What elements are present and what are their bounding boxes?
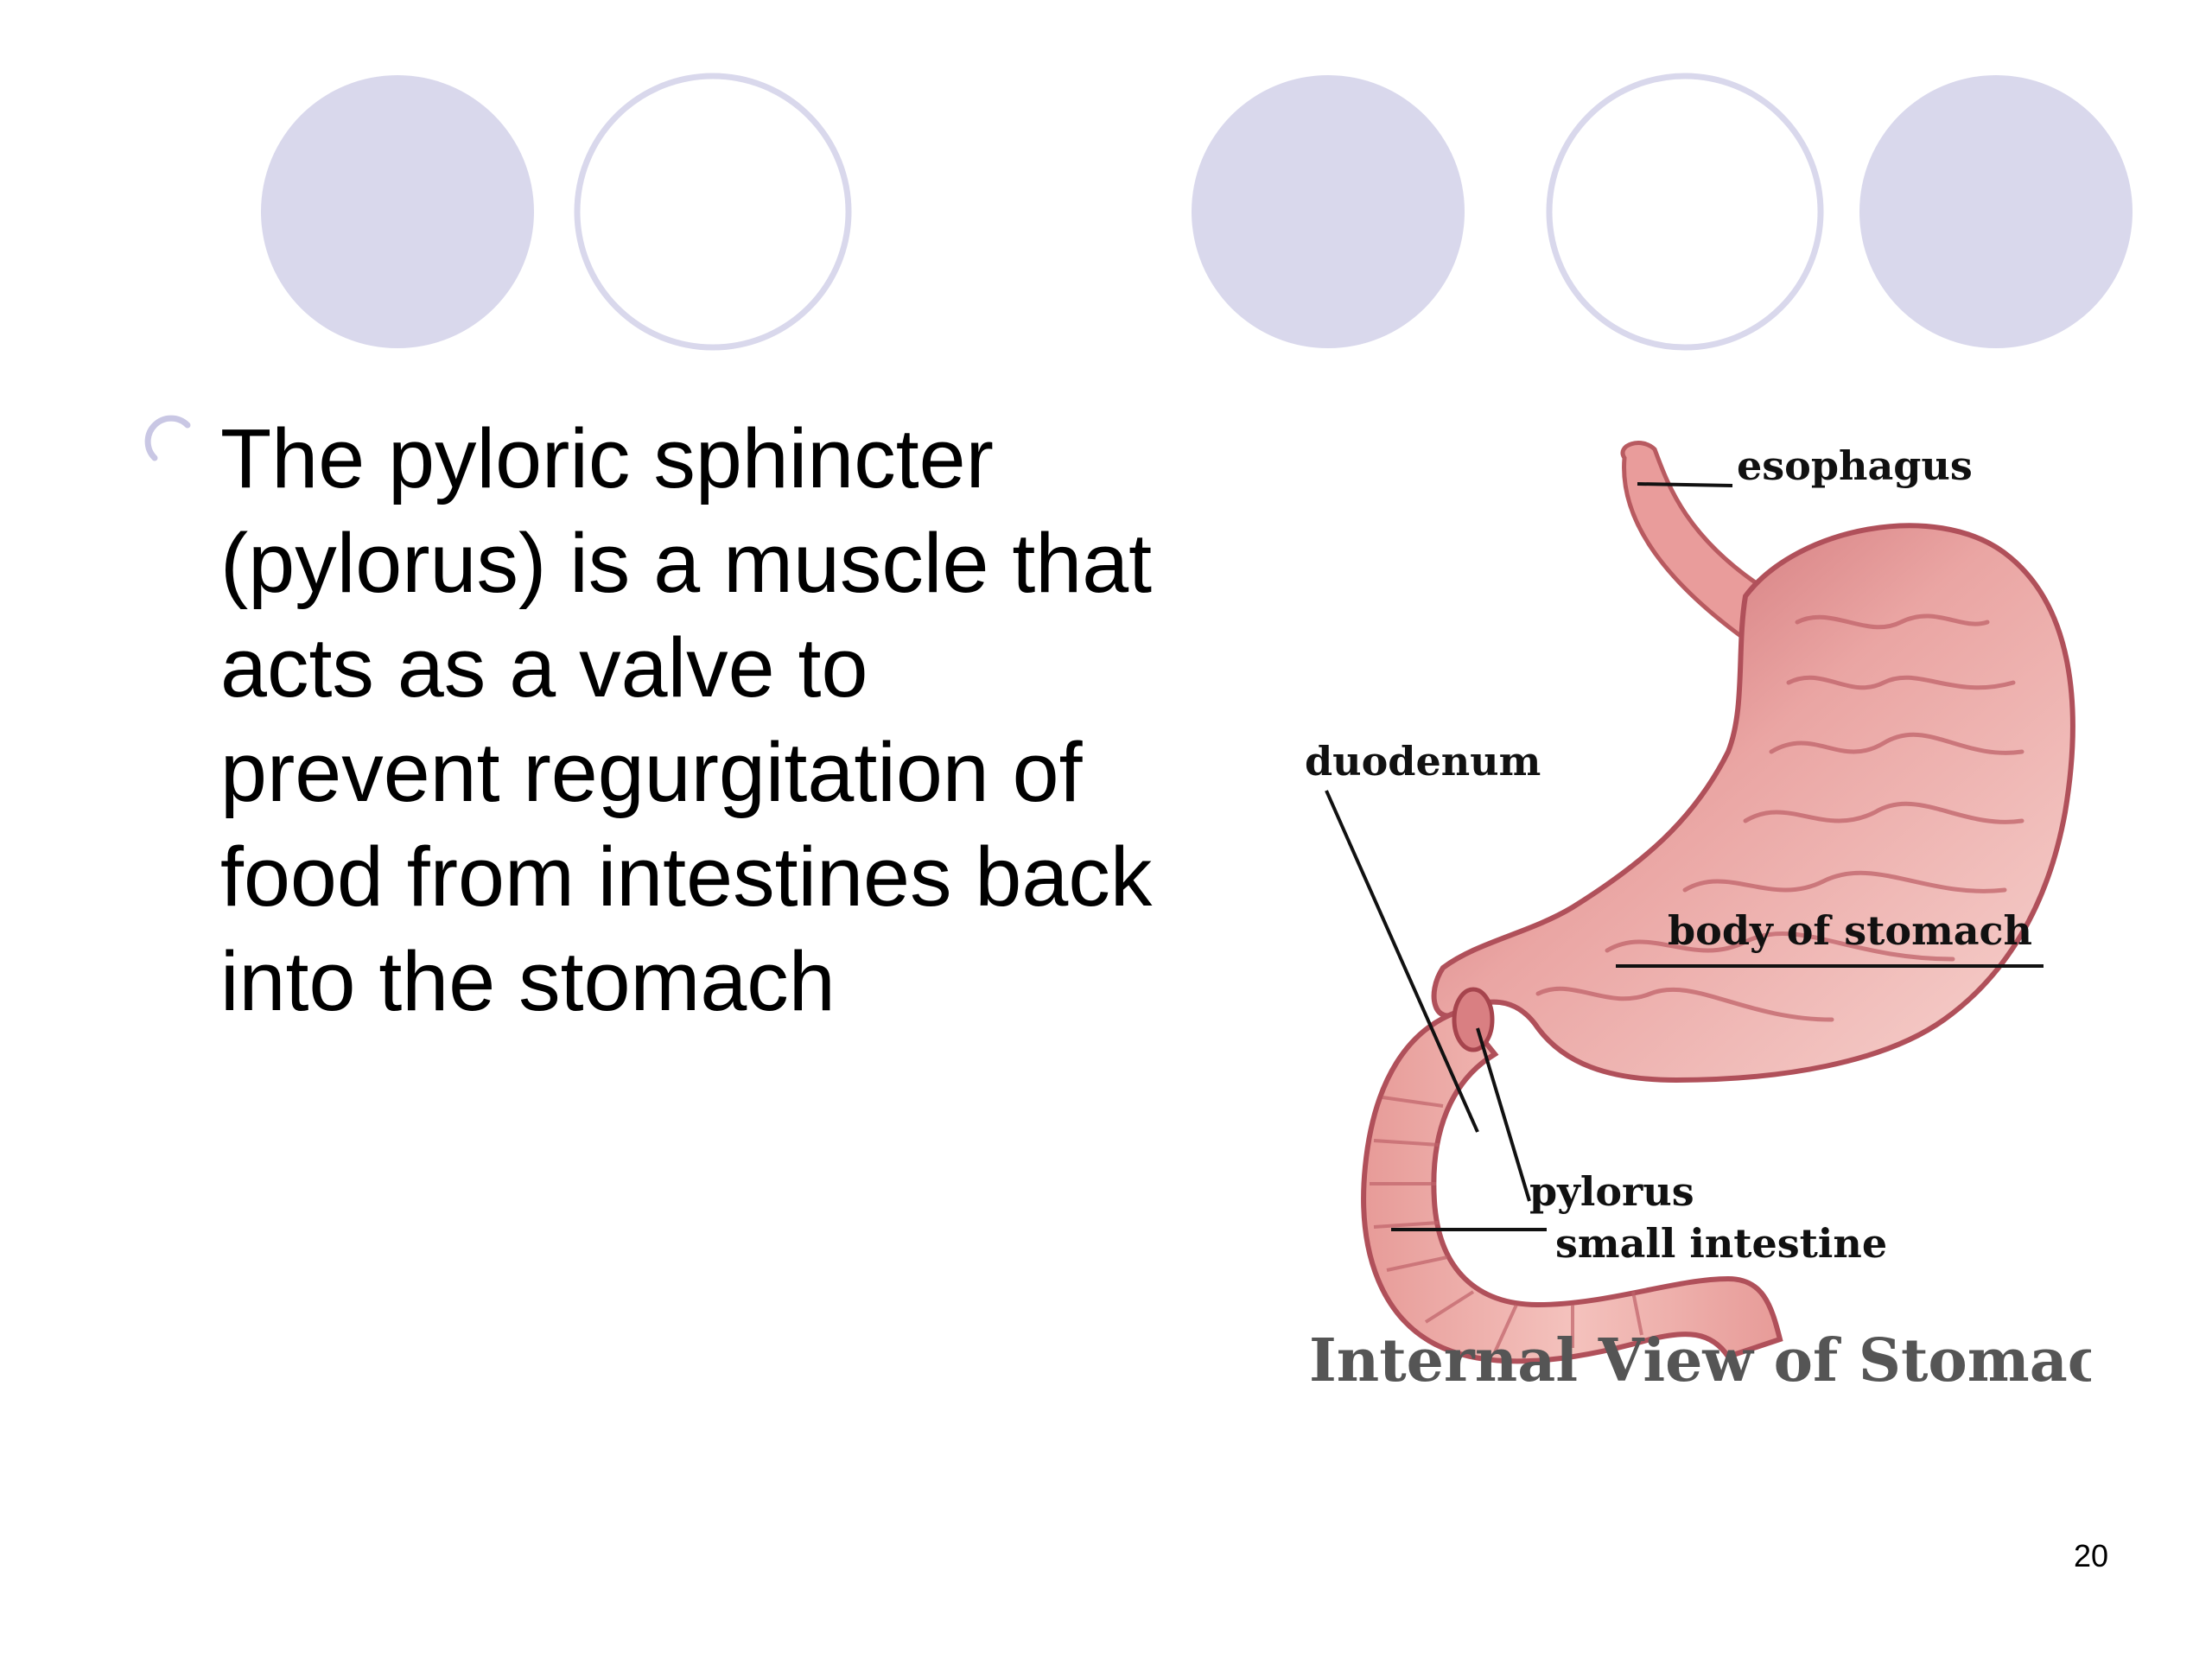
- bullet-line-4: prevent regurgitation of: [220, 725, 1083, 819]
- filled-circle-3: [1859, 75, 2133, 348]
- rugae-folds: [1535, 613, 2024, 1022]
- duodenum-shape: [1361, 1007, 1783, 1364]
- intestine-folds: [1370, 1096, 1643, 1353]
- bullet-line-1: The pyloric sphincter: [220, 411, 994, 505]
- bullet-text: The pyloric sphincter (pylorus) is a mus…: [220, 406, 1344, 1033]
- outline-circle-1: [574, 73, 852, 351]
- pylorus-shape: [1452, 987, 1495, 1052]
- figure-caption: Internal View of Stomach: [1309, 1326, 2091, 1395]
- filled-circle-2: [1192, 75, 1465, 348]
- slide-number: 20: [2073, 1538, 2108, 1573]
- stomach-diagram: esophagus duodenum body of stomach pylor…: [1305, 441, 2091, 1395]
- stomach-body-shape: [1431, 523, 2075, 1084]
- label-leader-lines: [1325, 482, 2044, 1231]
- esophagus-shape: [1620, 441, 1765, 644]
- label-duodenum: duodenum: [1305, 738, 1541, 785]
- label-esophagus: esophagus: [1737, 442, 1973, 489]
- bullet-line-6: into the stomach: [220, 934, 836, 1028]
- filled-circle-1: [261, 75, 534, 348]
- label-body-of-stomach: body of stomach: [1668, 907, 2032, 954]
- outline-circle-2: [1546, 73, 1824, 351]
- label-small-intestine: small intestine: [1555, 1220, 1887, 1267]
- bullet-line-2: (pylorus) is a muscle that: [220, 516, 1153, 610]
- label-pylorus: pylorus: [1529, 1168, 1694, 1215]
- bullet-line-5: food from intestines back: [220, 830, 1153, 924]
- decorative-circles: [261, 73, 2133, 351]
- hollow-circle-bullet-icon: [144, 415, 191, 461]
- bullet-line-3: acts as a valve to: [220, 620, 868, 715]
